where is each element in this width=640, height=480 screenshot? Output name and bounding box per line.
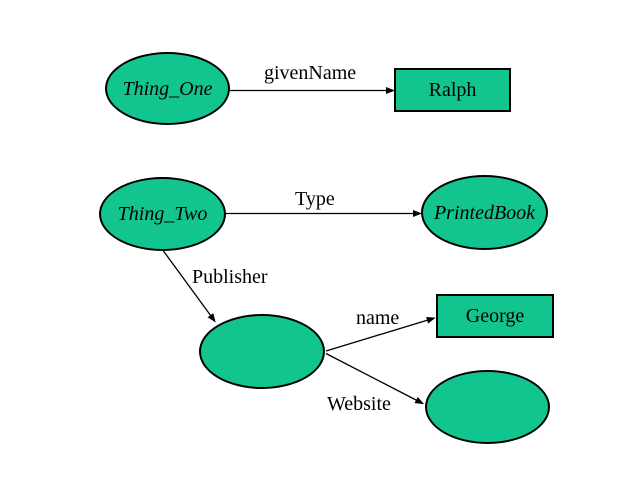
node-thing-one: Thing_One <box>105 52 230 125</box>
node-ralph-label: Ralph <box>428 79 477 101</box>
node-george-label: George <box>465 305 525 327</box>
node-publisher-blank <box>199 314 325 389</box>
edge-label-givenname: givenName <box>264 62 357 84</box>
edge-name-arrow <box>325 316 436 352</box>
node-ralph: Ralph <box>394 68 511 112</box>
edge-website-arrow <box>325 352 425 405</box>
edge-label-publisher: Publisher <box>192 266 268 288</box>
node-thing-one-label: Thing_One <box>122 77 213 100</box>
edge-label-type: Type <box>295 188 335 210</box>
edge-publisher-arrow <box>161 248 216 323</box>
node-thing-two: Thing_Two <box>99 177 226 251</box>
node-thing-two-label: Thing_Two <box>117 203 208 225</box>
node-george: George <box>436 294 554 338</box>
node-website-blank <box>425 370 550 444</box>
node-printed-book: PrintedBook <box>421 175 548 250</box>
node-printed-book-label: PrintedBook <box>433 201 536 224</box>
edge-label-name: name <box>356 307 400 329</box>
edge-label-website: Website <box>327 393 391 415</box>
